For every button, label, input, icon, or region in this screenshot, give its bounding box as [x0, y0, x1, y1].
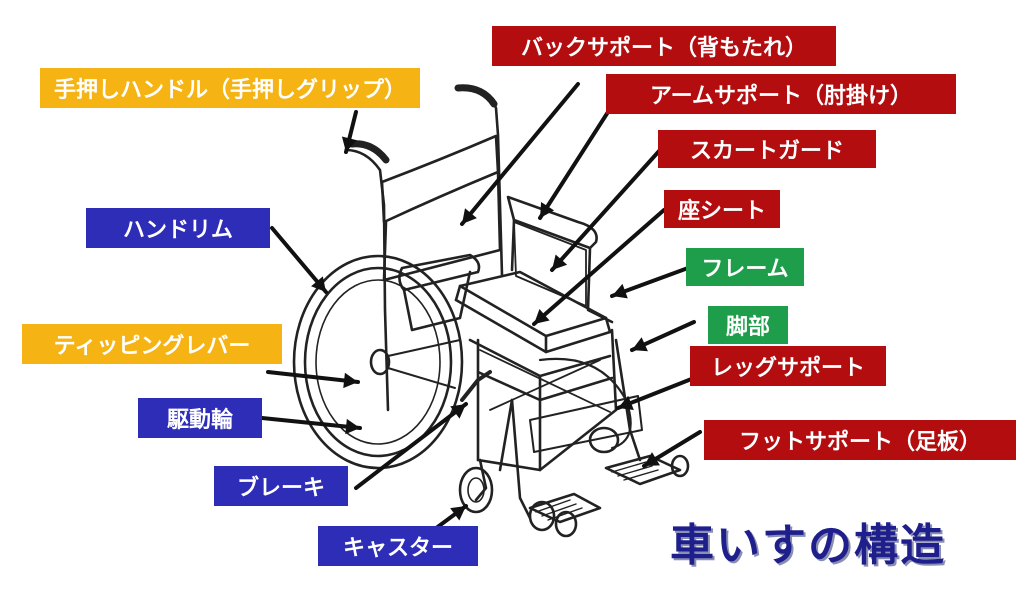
- label-leg: 脚部: [708, 306, 788, 344]
- label-caster: キャスター: [318, 526, 478, 566]
- label-seat: 座シート: [664, 190, 780, 228]
- label-back-support: バックサポート（背もたれ）: [492, 26, 836, 66]
- cross-brace: [479, 349, 611, 413]
- arrowhead-hand-rim: [311, 276, 326, 292]
- leader-lines: [260, 82, 702, 542]
- arrowhead-frame: [612, 283, 628, 299]
- leader-line-arm-support: [538, 110, 610, 220]
- leader-line-brake: [354, 402, 468, 490]
- leader-line-tipping-lever: [266, 370, 360, 384]
- arrowhead-foot-support: [644, 452, 660, 466]
- foot-support-left: [528, 492, 602, 524]
- label-arm-support: アームサポート（肘掛け）: [606, 74, 956, 114]
- brake-lever: [460, 370, 492, 402]
- leader-line-back-support: [460, 82, 580, 226]
- label-tipping-lever: ティッピングレバー: [22, 324, 282, 364]
- leader-line-skirt-guard: [550, 148, 662, 272]
- arrowhead-push-handle: [341, 136, 357, 152]
- label-leg-support: レッグサポート: [690, 346, 886, 386]
- left-arm-pad: [398, 253, 481, 292]
- arrowhead-back-support: [462, 208, 477, 224]
- arrowhead-leg: [632, 337, 648, 352]
- back-support-shape: [380, 134, 500, 224]
- hand-rim-ring: [303, 266, 453, 458]
- label-hand-rim: ハンドリム: [86, 208, 270, 248]
- arrowhead-skirt-guard: [552, 254, 568, 270]
- leader-line-drive-wheel: [260, 416, 362, 430]
- diagram-title: 車いすの構造: [670, 520, 946, 571]
- arrowhead-leg-support: [618, 395, 634, 411]
- caster-wheel: [458, 466, 494, 514]
- leader-line-seat: [532, 208, 666, 326]
- label-skirt-guard: スカートガード: [658, 130, 876, 168]
- wheel-hub: [369, 348, 391, 376]
- arrowhead-caster: [450, 506, 466, 521]
- arrowhead-arm-support: [540, 202, 555, 218]
- label-drive-wheel: 駆動輪: [138, 398, 262, 438]
- wheelchair-illustration: [292, 84, 690, 538]
- arrowhead-drive-wheel: [345, 418, 360, 435]
- front-leg-left: [510, 398, 532, 520]
- label-foot-support: フットサポート（足板）: [704, 420, 1016, 460]
- label-push-handle: 手押しハンドル（手押しグリップ）: [40, 68, 420, 108]
- drive-wheel-outer: [292, 254, 464, 470]
- arrowhead-seat: [534, 308, 550, 324]
- label-frame: フレーム: [686, 248, 804, 286]
- right-arm-pad: [506, 195, 598, 250]
- arrowhead-brake: [450, 404, 466, 419]
- leg-support-shape: [529, 395, 643, 453]
- arrowhead-tipping-lever: [343, 372, 358, 389]
- label-brake: ブレーキ: [214, 466, 348, 506]
